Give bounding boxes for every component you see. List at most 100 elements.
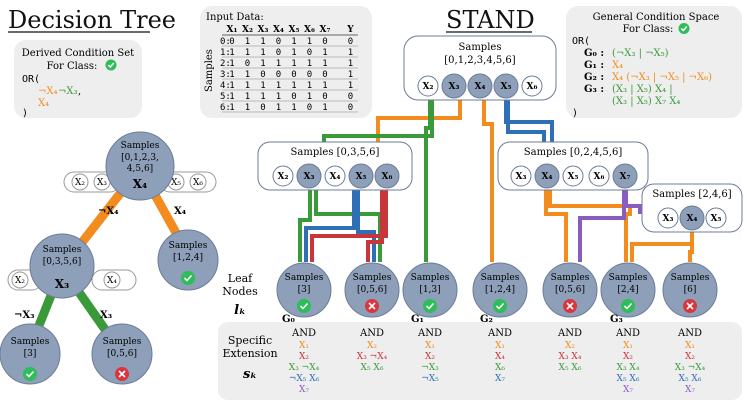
root-chips: X₂ X₃ X₅ X₆ xyxy=(63,171,217,193)
leaf-line1: Samples xyxy=(481,273,520,283)
table-cell: 0 xyxy=(348,37,353,47)
table-cell: 1 xyxy=(322,81,327,91)
general-row-text: (X₃ | X₅) X₇ X₄ xyxy=(612,96,680,107)
chip-circle xyxy=(296,163,322,189)
leaf-line1: Samples xyxy=(411,273,450,283)
stand-leaf-node: Samples[6] xyxy=(662,262,718,318)
extension-term: X₅ X₆ xyxy=(361,363,384,373)
check-icon xyxy=(493,299,507,313)
g-label: G₀ xyxy=(282,314,296,325)
table-cell: 1 xyxy=(229,81,234,91)
chip-circle xyxy=(679,205,705,231)
extension-term: X₃ ¬X₄ xyxy=(675,363,706,373)
edge-label-not-x3: ¬X₃ xyxy=(14,310,35,321)
extension-term: ¬X₃ xyxy=(421,363,439,373)
leaf-line1: Samples xyxy=(353,273,392,283)
and-label: AND xyxy=(615,328,640,339)
svg-text:Samples: Samples xyxy=(121,141,160,151)
table-cell: 1 xyxy=(307,37,312,47)
extension-term: X₂ xyxy=(425,352,435,362)
check-icon xyxy=(621,299,635,313)
extension-term: X₅ X₆ xyxy=(559,363,582,373)
extension-term: X₁ xyxy=(623,341,633,351)
table-cell: 1 xyxy=(276,103,281,113)
derived-or: OR( xyxy=(22,74,40,85)
chip-label: X₆ xyxy=(594,172,605,182)
general-row-label: G₀ : xyxy=(584,48,604,59)
g-label: G₃ xyxy=(610,314,623,325)
table-cell: 0 xyxy=(322,92,327,102)
check-icon xyxy=(181,271,195,285)
table-cell: 1 xyxy=(348,48,353,58)
stand-left-group-label: Samples [0,3,5,6] xyxy=(291,147,380,158)
stand-top-line2: [0,1,2,3,4,5,6] xyxy=(444,55,516,66)
chip-label: X₅ xyxy=(501,82,512,92)
general-row-text: X₄ (¬X₃ | ¬X₅ | ¬X₆) xyxy=(612,72,712,83)
chip: X₆ xyxy=(193,178,203,188)
row-id: 0: xyxy=(220,37,231,47)
stand-leaf-node: Samples[2,4] xyxy=(600,262,656,318)
and-label: AND xyxy=(487,328,512,339)
table-cell: 1 xyxy=(245,70,250,80)
general-row-text: X₄ xyxy=(612,60,623,71)
row-id: 6: xyxy=(220,103,231,113)
table-cell: 0 xyxy=(322,37,327,47)
derived-term1-b: ¬X₃ xyxy=(58,86,78,97)
chip-circle xyxy=(534,163,560,189)
stand-leaf-node: Samples[1,3] xyxy=(402,262,458,318)
table-header: X₇ xyxy=(320,25,331,35)
table-cell: 1 xyxy=(245,92,250,102)
chip-circle xyxy=(441,73,467,99)
leaf-line2: [0,5,6] xyxy=(357,285,387,295)
svg-text:[1,2,4]: [1,2,4] xyxy=(173,253,203,263)
chip-label: X₃ xyxy=(449,82,460,92)
leaf-nodes-label-2: Nodes xyxy=(222,285,258,298)
leaf-line2: [3] xyxy=(298,285,311,295)
input-title: Input Data: xyxy=(206,12,264,23)
table-cell: 0 xyxy=(276,48,281,58)
extension-term: X₂ xyxy=(565,341,575,351)
chip-circle xyxy=(374,163,400,189)
stand-edges xyxy=(298,100,694,262)
tree-leaf-3: Samples [3] xyxy=(0,323,61,385)
row-id: 4: xyxy=(220,81,231,91)
table-cell: 1 xyxy=(276,59,281,69)
chip-label: X₂ xyxy=(278,172,289,182)
extension-term: X₂ xyxy=(299,352,309,362)
stand-leaf-node: Samples[1,2,4] xyxy=(472,262,528,318)
table-cell: 0 xyxy=(322,70,327,80)
table-cell: 0 xyxy=(291,70,296,80)
chip: X₅ xyxy=(171,178,181,188)
derived-term1-sep: , xyxy=(78,86,81,97)
chip-label: X₆ xyxy=(527,82,538,92)
chip-label: X₄ xyxy=(475,82,486,92)
extension-term: X₃ X₄ xyxy=(617,363,640,373)
leaf-line1: Samples xyxy=(551,273,590,283)
chip-circle xyxy=(521,75,543,97)
and-label: AND xyxy=(417,328,442,339)
table-cell: 0 xyxy=(229,37,234,47)
g-label: G₂ xyxy=(480,314,493,325)
chip-label: X₇ xyxy=(620,172,631,182)
table-cell: 1 xyxy=(245,48,250,58)
table-cell: 1 xyxy=(322,103,327,113)
svg-text:Samples: Samples xyxy=(11,337,50,347)
table-cell: 1 xyxy=(260,81,265,91)
table-cell: 0 xyxy=(245,59,250,69)
general-row-text: (X₃ | X₅) X₄ | xyxy=(612,84,673,95)
extension-term: X₃ ¬X₄ xyxy=(357,352,388,362)
leaf-nodes-symbol: lₖ xyxy=(234,303,246,318)
edge-label-x3: X₃ xyxy=(100,310,112,321)
table-cell: 1 xyxy=(260,59,265,69)
check-icon xyxy=(423,299,437,313)
stand-title: STAND xyxy=(446,6,535,34)
chip-circle xyxy=(348,163,374,189)
